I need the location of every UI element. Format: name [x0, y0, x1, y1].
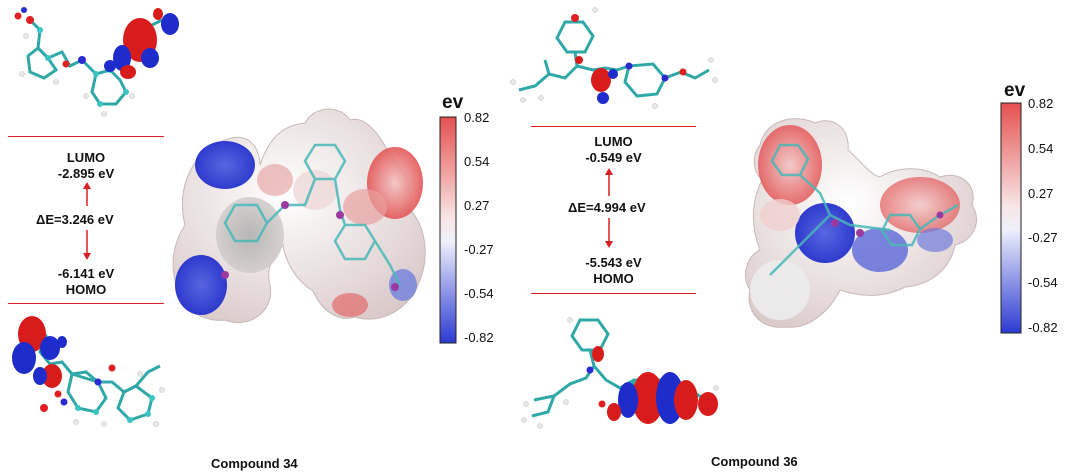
esp-surface-right	[745, 118, 977, 328]
colorbar-tick-label: -0.82	[1028, 320, 1058, 335]
colorbar-tick-label: -0.54	[464, 286, 494, 301]
caption-compound-34: Compound 34	[211, 456, 298, 471]
homo-label-right: HOMO	[593, 271, 634, 286]
lumo-orbital-image-right	[510, 7, 718, 109]
down-arrow-left	[83, 230, 91, 260]
caption-compound-36: Compound 36	[711, 454, 798, 469]
delta-e-right: ΔE=4.994 eV	[568, 200, 646, 215]
colorbar-tick-label: -0.27	[1028, 230, 1058, 246]
up-arrow-right	[605, 168, 613, 196]
down-arrow-right	[605, 218, 613, 248]
esp-surface-left	[172, 108, 426, 324]
colorbar-unit-left: ev	[442, 92, 464, 113]
colorbar-tick-label: -0.27	[464, 242, 494, 257]
lumo-label-left: LUMO	[66, 150, 106, 165]
homo-orbital-image-right	[521, 317, 719, 429]
lumo-energy-right: -0.549 eV	[585, 150, 642, 165]
colorbar-unit-right: ev	[1004, 80, 1026, 101]
homo-level-line-right	[531, 293, 696, 294]
lumo-level-line-left	[8, 136, 164, 137]
homo-energy-left: -6.141 eV	[57, 266, 115, 281]
colorbar-tick-label: 0.82	[1028, 96, 1054, 111]
delta-e-left: ΔE=3.246 eV	[36, 212, 114, 227]
colorbar-tick-label: 0.27	[464, 198, 490, 213]
homo-energy-right: -5.543 eV	[585, 255, 642, 270]
colorbar-tick-label: 0.54	[464, 154, 490, 169]
lumo-orbital-image-left	[14, 7, 179, 117]
colorbar-tick-label: 0.27	[1028, 185, 1054, 201]
homo-orbital-image-left	[12, 316, 165, 427]
colorbar-tick-label: -0.82	[464, 330, 494, 345]
lumo-level-line-right	[531, 126, 696, 127]
colorbar-right	[1000, 102, 1022, 334]
lumo-label-right: LUMO	[594, 134, 633, 149]
colorbar-tick-label: 0.54	[1028, 140, 1054, 156]
colorbar-tick-label: -0.54	[1028, 275, 1058, 291]
colorbar-tick-label: 0.82	[464, 110, 490, 125]
up-arrow-left	[83, 182, 91, 206]
lumo-energy-left: -2.895 eV	[57, 166, 115, 181]
colorbar-left	[439, 116, 457, 344]
homo-level-line-left	[8, 303, 164, 304]
homo-label-left: HOMO	[65, 282, 107, 297]
